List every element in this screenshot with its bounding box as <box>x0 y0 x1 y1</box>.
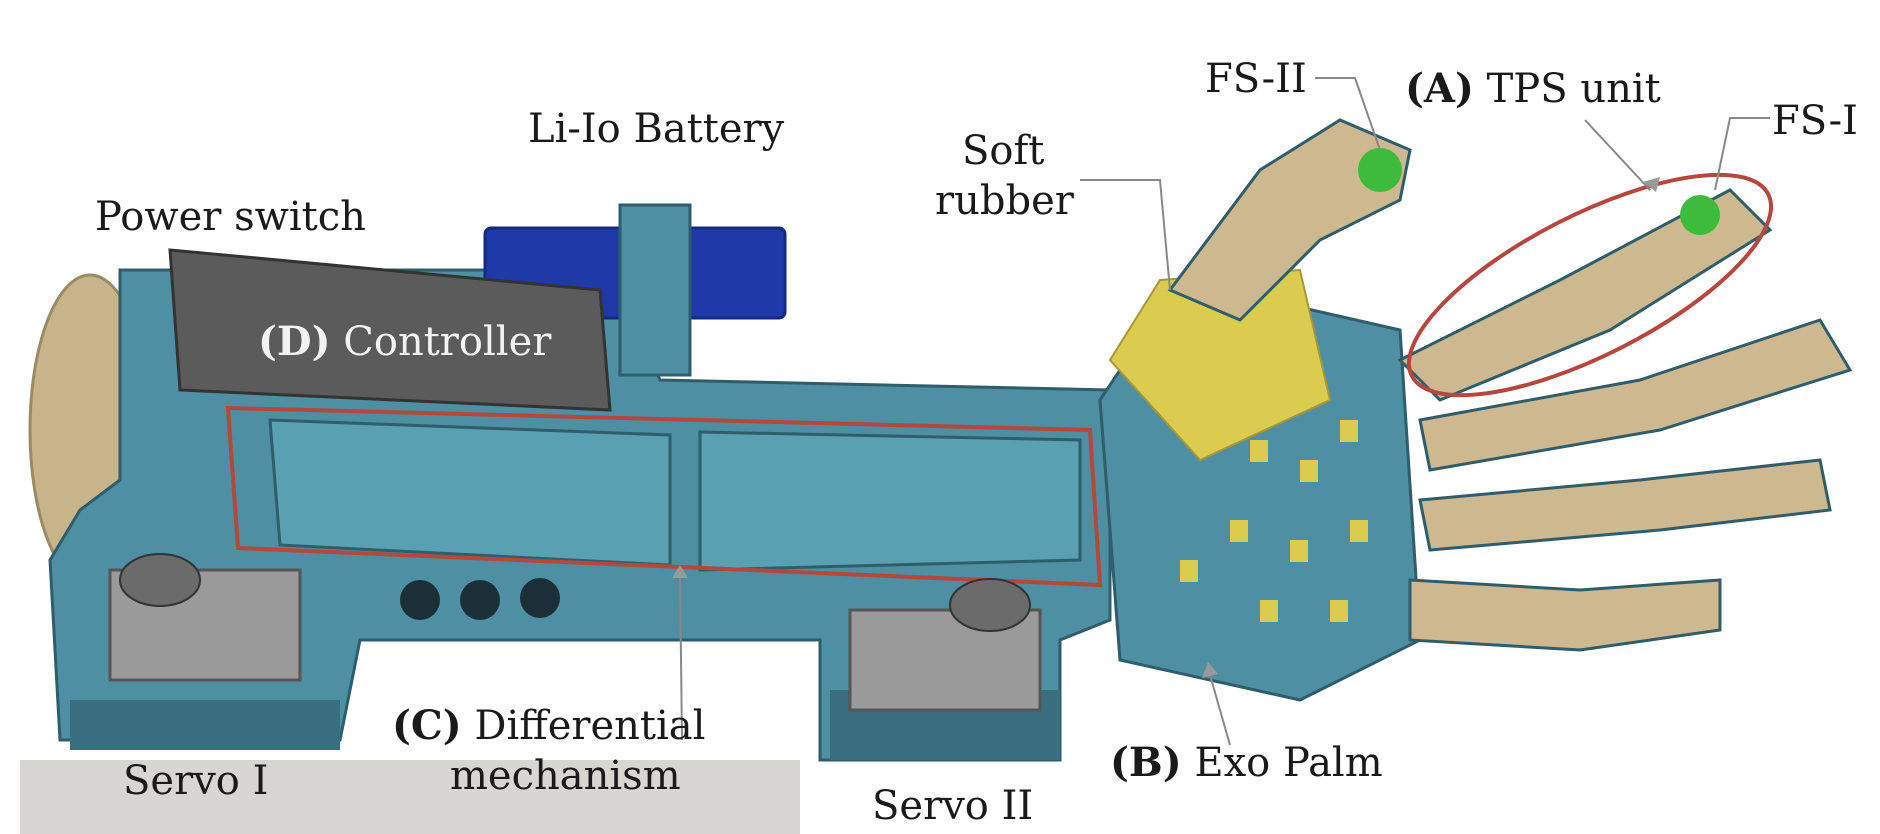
arrow-head <box>672 565 688 578</box>
servo1-body <box>108 568 302 682</box>
palm-tabs <box>1180 420 1368 622</box>
thumb-digit <box>1167 118 1412 322</box>
label-tps-text: TPS unit <box>1486 66 1661 112</box>
battery-clip <box>618 203 692 377</box>
label-differential-text: Differential <box>474 703 706 749</box>
servo1-horn <box>119 553 201 607</box>
diff-box-left <box>268 418 672 567</box>
label-soft-rubber-line2: rubber <box>935 178 1074 224</box>
leader-lines <box>679 77 1770 746</box>
label-controller-tag: (D) <box>258 318 331 365</box>
label-exo-palm: (B) Exo Palm <box>1110 739 1383 786</box>
diff-box-right <box>698 430 1082 572</box>
label-tps-tag: (A) <box>1405 65 1474 112</box>
differential-highlight-box <box>225 405 1103 588</box>
servo2-horn <box>949 578 1031 632</box>
label-servo2: Servo II <box>872 783 1034 829</box>
thumb-force-sensor <box>1358 148 1402 192</box>
label-differential: (C) Differential <box>392 702 706 749</box>
label-controller-text: Controller <box>343 319 552 365</box>
label-fs1: FS-I <box>1772 98 1858 144</box>
tps-highlight-ellipse <box>1406 172 1774 398</box>
label-power-switch: Power switch <box>95 194 366 240</box>
finger-ring <box>1418 458 1832 552</box>
label-differential-line2: mechanism <box>450 753 681 799</box>
frame-hole <box>400 580 440 620</box>
lower-rail <box>70 700 340 750</box>
soft-rubber-pad <box>1108 268 1332 462</box>
label-exo-palm-tag: (B) <box>1110 739 1182 786</box>
label-tps: (A) TPS unit <box>1405 65 1661 112</box>
arrow-head <box>1202 662 1218 678</box>
finger-little <box>1408 578 1722 652</box>
index-force-sensor <box>1680 195 1720 235</box>
label-differential-tag: (C) <box>392 702 462 749</box>
arrow-head <box>1643 177 1660 192</box>
label-exo-palm-text: Exo Palm <box>1194 740 1383 786</box>
label-battery: Li-Io Battery <box>528 106 785 152</box>
background-photo <box>20 760 800 834</box>
label-controller: (D) Controller <box>258 318 551 365</box>
finger-index <box>1397 188 1773 402</box>
label-fs2: FS-II <box>1205 56 1307 102</box>
finger-middle <box>1418 318 1853 472</box>
frame-hole <box>460 580 500 620</box>
controller-box <box>168 248 612 412</box>
frame-hole <box>520 578 560 618</box>
label-soft-rubber-line1: Soft <box>962 128 1045 174</box>
label-servo1: Servo I <box>123 758 269 804</box>
